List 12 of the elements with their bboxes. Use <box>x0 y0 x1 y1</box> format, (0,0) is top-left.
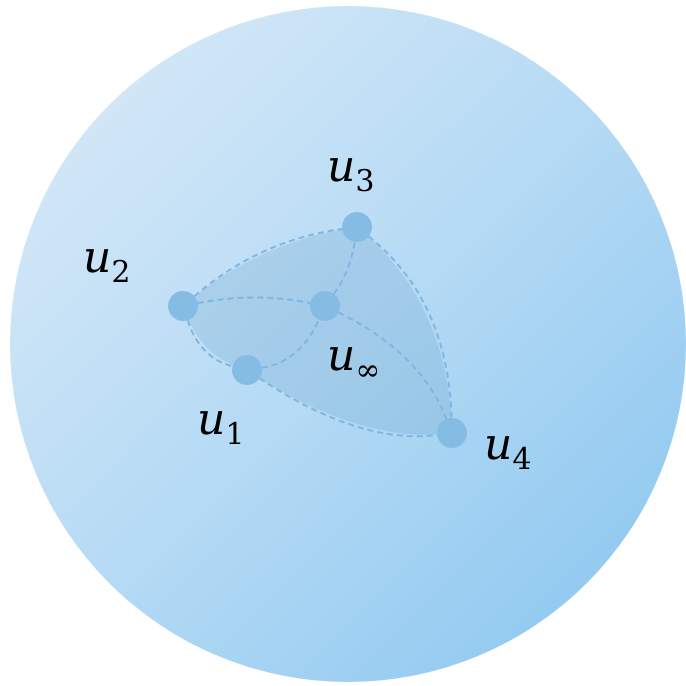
curved-edge <box>198 296 310 304</box>
vertex-label: u$_{1}$ <box>197 398 244 450</box>
curved-edge <box>194 228 342 298</box>
curved-edge <box>262 319 320 369</box>
vertex-label: u$_{3}$ <box>327 145 374 197</box>
vertex-label: u$_{∞}$ <box>327 334 380 386</box>
vertex-label: u$_{2}$ <box>83 236 130 288</box>
curved-edge <box>368 236 453 418</box>
vertex-label: u$_{4}$ <box>484 423 532 475</box>
curved-edge <box>186 320 233 368</box>
curved-edge <box>338 312 448 420</box>
curved-edge <box>333 242 356 294</box>
